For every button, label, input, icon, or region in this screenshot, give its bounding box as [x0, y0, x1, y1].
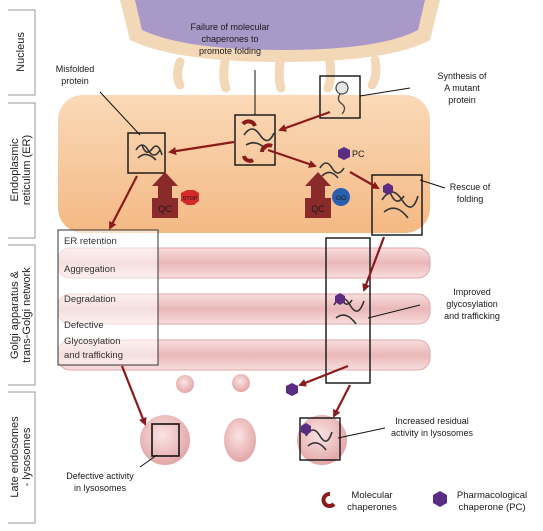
arrow-golgi-to-vesicle: [298, 364, 349, 387]
go-label: GO: [336, 195, 346, 202]
endosome-label-line2: - lysosomes: [21, 427, 33, 486]
er-frame: [8, 102, 36, 239]
fate-trafficking: and trafficking: [64, 350, 123, 361]
fate-box: ER retention Aggregation Degradation Def…: [57, 229, 159, 366]
qc-stop-checkpoint: QC STOP: [152, 172, 199, 218]
pc-hexagon: [286, 383, 298, 396]
qc-label-stop: QC: [158, 204, 172, 214]
fate-er-retention: ER retention: [64, 236, 117, 247]
vesicle: [232, 374, 250, 392]
misfolded-protein: [135, 144, 163, 161]
synthesis-line1: Synthesis of: [437, 71, 487, 81]
legend-molecular-line1: Molecular: [351, 490, 392, 501]
transport-vesicles: [176, 374, 250, 393]
arrow-misfolded-to-fate: [109, 175, 138, 230]
legend-molecular-line2: chaperones: [347, 502, 397, 513]
arrow-pc-to-rescue: [349, 171, 380, 189]
rescue-box: [371, 174, 423, 236]
misfolded-box: [127, 132, 166, 174]
legend-pc-line1: Pharmacological: [457, 490, 527, 501]
vesicle: [176, 375, 194, 393]
callouts: Failure of molecular chaperones to promo…: [56, 22, 500, 493]
stop-label: STOP: [183, 196, 198, 202]
endosome-label-line1: Late endosomes: [9, 416, 21, 498]
nucleus-frame: [8, 9, 36, 96]
synthesis-line3: protein: [448, 95, 476, 105]
defective-line1: Defective activity: [66, 471, 134, 481]
misfolded-line2: protein: [61, 76, 89, 86]
endosome-frame: [8, 391, 36, 524]
improved-line1: Improved: [453, 287, 491, 297]
callout-lines: [99, 70, 446, 468]
molecular-chaperone-icon: [321, 492, 336, 508]
arrow-fate-to-lysosome: [120, 365, 147, 426]
stop-sign: [181, 190, 199, 205]
protein-boxes: [127, 75, 423, 461]
golgi-label-line1: Golgi apparatus &: [9, 270, 21, 359]
pc-hexagon: [301, 423, 311, 435]
legend-pc-line2: chaperone (PC): [458, 502, 525, 513]
pc-molecules: [286, 147, 393, 435]
defective-line2: in lysosomes: [74, 483, 127, 493]
improved-line3: and trafficking: [444, 311, 500, 321]
nascent-protein: [335, 81, 349, 115]
fate-aggregation: Aggregation: [64, 264, 115, 275]
fate-glycosylation: Glycosylation: [64, 336, 121, 347]
arrow-rescue-to-golgi: [362, 236, 386, 292]
arrow-golgi-to-lysosome: [333, 384, 351, 418]
compartment-frames: [8, 9, 36, 524]
chaperone-complex: [241, 119, 275, 163]
pc-hexagon: [335, 293, 345, 305]
lysosome-rescue-box: [299, 417, 341, 461]
pc-hexagon: [383, 183, 393, 195]
arrow-failure-to-misfolded: [168, 140, 235, 156]
increased-line1: Increased residual: [395, 416, 469, 426]
er-label-line2: reticulum (ER): [21, 135, 33, 205]
qc-label-go: QC: [311, 204, 325, 214]
arrow-failure-to-pc: [267, 148, 317, 168]
arrow-synthesis-to-failure: [278, 110, 331, 132]
fate-degradation: Degradation: [64, 294, 116, 305]
failure-line1: Failure of molecular: [190, 22, 269, 32]
rescue-line2: folding: [457, 194, 484, 204]
increased-line2: activity in lysosomes: [391, 428, 474, 438]
golgi-label-line2: trans-Golgi network: [21, 267, 33, 363]
lysosomes: [140, 415, 347, 465]
misfolded-line1: Misfolded: [56, 64, 95, 74]
go-sign: [332, 188, 350, 206]
nucleus: [120, 0, 440, 93]
failure-line3: promote folding: [199, 46, 261, 56]
improved-line2: glycosylation: [446, 299, 498, 309]
pathway-arrows: [109, 110, 386, 426]
failure-line2: chaperones to: [201, 34, 258, 44]
synthesis-line2: A mutant: [444, 83, 480, 93]
synthesis-box: [319, 75, 361, 119]
er-label-line1: Endoplasmic: [9, 138, 21, 201]
legend: Molecular chaperones Pharmacological cha…: [321, 490, 527, 513]
nucleus-label: Nucleus: [15, 32, 27, 72]
fate-defective: Defective: [64, 320, 104, 331]
pharmacological-chaperone-icon: [433, 491, 447, 507]
golgi-frame: [8, 244, 36, 386]
pc-tag: PC: [352, 149, 365, 159]
pc-hexagon: [338, 147, 350, 160]
qc-go-checkpoint: QC GO: [305, 172, 350, 218]
rescue-line1: Rescue of: [450, 182, 491, 192]
pc-bound-protein: [319, 162, 345, 179]
golgi-pathway-box: [325, 237, 371, 384]
lysosome-defective: [140, 415, 190, 465]
lysosome-middle: [224, 418, 256, 462]
